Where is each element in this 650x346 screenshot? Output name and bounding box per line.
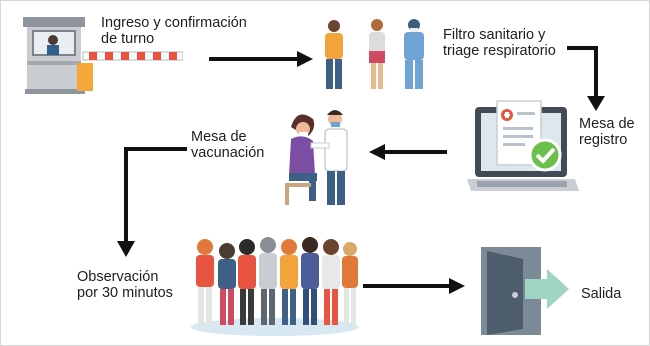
step-label-line: por 30 minutos xyxy=(77,285,173,301)
step-label-line: registro xyxy=(579,132,628,148)
step-label-line: Mesa de xyxy=(191,129,247,145)
arrow-registro-to-vacunacion xyxy=(369,144,447,160)
step-label-line: Mesa de xyxy=(579,116,635,132)
arrow-entrada-to-filtro xyxy=(209,51,313,67)
step-label-filtro: Filtro sanitario y triage respiratorio xyxy=(443,27,556,59)
step-label-line: Ingreso y confirmación xyxy=(101,15,247,31)
step-label-vacunacion: Mesa de vacunación xyxy=(191,129,264,161)
booth-barrier-icon xyxy=(23,17,183,94)
step-label-entrada: Ingreso y confirmación de turno xyxy=(101,15,247,47)
exit-door-icon xyxy=(481,247,569,335)
people-staff-icon xyxy=(325,19,424,89)
step-label-line: Filtro sanitario y xyxy=(443,27,546,43)
vaccination-icon xyxy=(285,110,348,205)
step-label-salida: Salida xyxy=(581,286,621,302)
step-label-line: Salida xyxy=(581,286,622,302)
laptop-checklist-icon xyxy=(467,100,579,191)
step-label-line: vacunación xyxy=(191,145,265,161)
step-label-line: triage respiratorio xyxy=(443,43,556,59)
arrow-filtro-to-registro xyxy=(567,46,605,111)
arrow-observacion-to-salida xyxy=(363,278,465,294)
crowd-icon xyxy=(191,237,359,336)
step-label-line: Observación xyxy=(77,269,159,285)
step-label-observacion: Observación por 30 minutos xyxy=(77,269,173,301)
step-label-registro: Mesa de registro xyxy=(579,116,635,148)
step-label-line: de turno xyxy=(101,31,155,47)
arrow-vacunacion-to-observacion xyxy=(117,147,187,257)
